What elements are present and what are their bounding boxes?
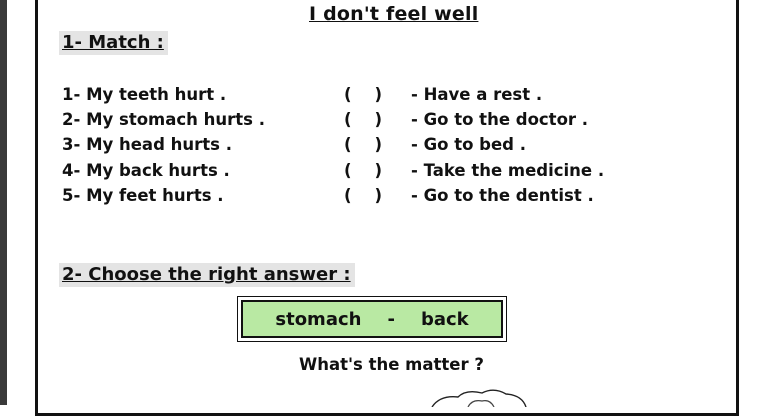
match-left-item: 3- My head hurts . <box>62 135 232 154</box>
word-box: stomach - back <box>237 296 507 342</box>
worksheet-page <box>35 0 739 416</box>
answer-brackets[interactable]: ( ) <box>344 85 383 104</box>
section-heading-choose: 2- Choose the right answer : <box>59 263 355 287</box>
answer-brackets[interactable]: ( ) <box>344 161 383 180</box>
word-separator: - <box>387 308 395 330</box>
window-edge <box>0 0 7 405</box>
match-right-item: - Have a rest . <box>411 85 543 104</box>
match-left-item: 2- My stomach hurts . <box>62 110 265 129</box>
match-right-item: - Go to bed . <box>411 135 527 154</box>
match-right-item: - Take the medicine . <box>411 161 605 180</box>
thought-cloud-icon <box>431 389 527 407</box>
section-heading-match: 1- Match : <box>59 31 168 55</box>
match-right-item: - Go to the dentist . <box>411 186 594 205</box>
answer-brackets[interactable]: ( ) <box>344 186 383 205</box>
word-option-stomach[interactable]: stomach <box>275 308 362 330</box>
page-title: I don't feel well <box>309 3 479 25</box>
answer-brackets[interactable]: ( ) <box>344 110 383 129</box>
match-left-item: 1- My teeth hurt . <box>62 85 227 104</box>
question-text: What's the matter ? <box>299 355 484 374</box>
match-left-item: 5- My feet hurts . <box>62 186 224 205</box>
word-option-back[interactable]: back <box>420 308 469 330</box>
answer-brackets[interactable]: ( ) <box>344 135 383 154</box>
match-left-item: 4- My back hurts . <box>62 161 230 180</box>
word-box-inner: stomach - back <box>241 300 503 338</box>
match-right-item: - Go to the doctor . <box>411 110 589 129</box>
